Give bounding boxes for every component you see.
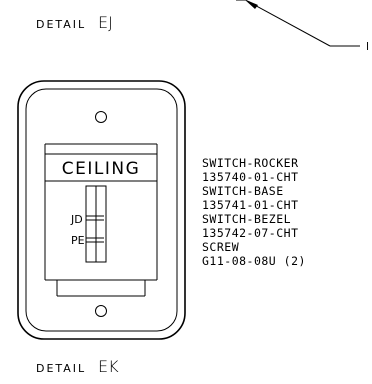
part-name: SWITCH-ROCKER bbox=[202, 156, 299, 170]
parts-list: SWITCH-ROCKER 135740-01-CHT SWITCH-BASE … bbox=[202, 156, 306, 268]
detail-ek-prefix: DETAIL bbox=[36, 362, 86, 375]
part-number: 135742-07-CHT bbox=[202, 226, 299, 240]
switch-bezel bbox=[17, 80, 186, 340]
part-name: SCREW bbox=[202, 240, 239, 254]
ceiling-label-box bbox=[44, 153, 158, 182]
part-name: SWITCH-BEZEL bbox=[202, 212, 291, 226]
part-number: G11-08-08U (2) bbox=[202, 254, 306, 268]
bezel-inner-outline bbox=[25, 88, 178, 332]
position-label-pe: PE bbox=[71, 234, 85, 247]
leader-arrowhead bbox=[245, 0, 258, 9]
leader-label: l bbox=[366, 40, 369, 53]
part-number: 135741-01-CHT bbox=[202, 198, 299, 212]
part-number: 135740-01-CHT bbox=[202, 170, 299, 184]
top-screw bbox=[95, 111, 107, 123]
switch-rocker bbox=[85, 185, 107, 263]
detail-ej-prefix: DETAIL bbox=[36, 18, 86, 31]
leader-line bbox=[236, 0, 360, 47]
part-name: SWITCH-BASE bbox=[202, 184, 284, 198]
detail-ej-letter: EJ bbox=[98, 13, 113, 32]
bezel-outer-outline bbox=[17, 80, 186, 340]
detail-ek-letter: EK bbox=[98, 357, 119, 376]
switch-base bbox=[44, 143, 158, 297]
position-label-jd: JD bbox=[70, 213, 83, 226]
ceiling-label: CEILING bbox=[62, 159, 141, 179]
bottom-screw bbox=[95, 305, 107, 317]
